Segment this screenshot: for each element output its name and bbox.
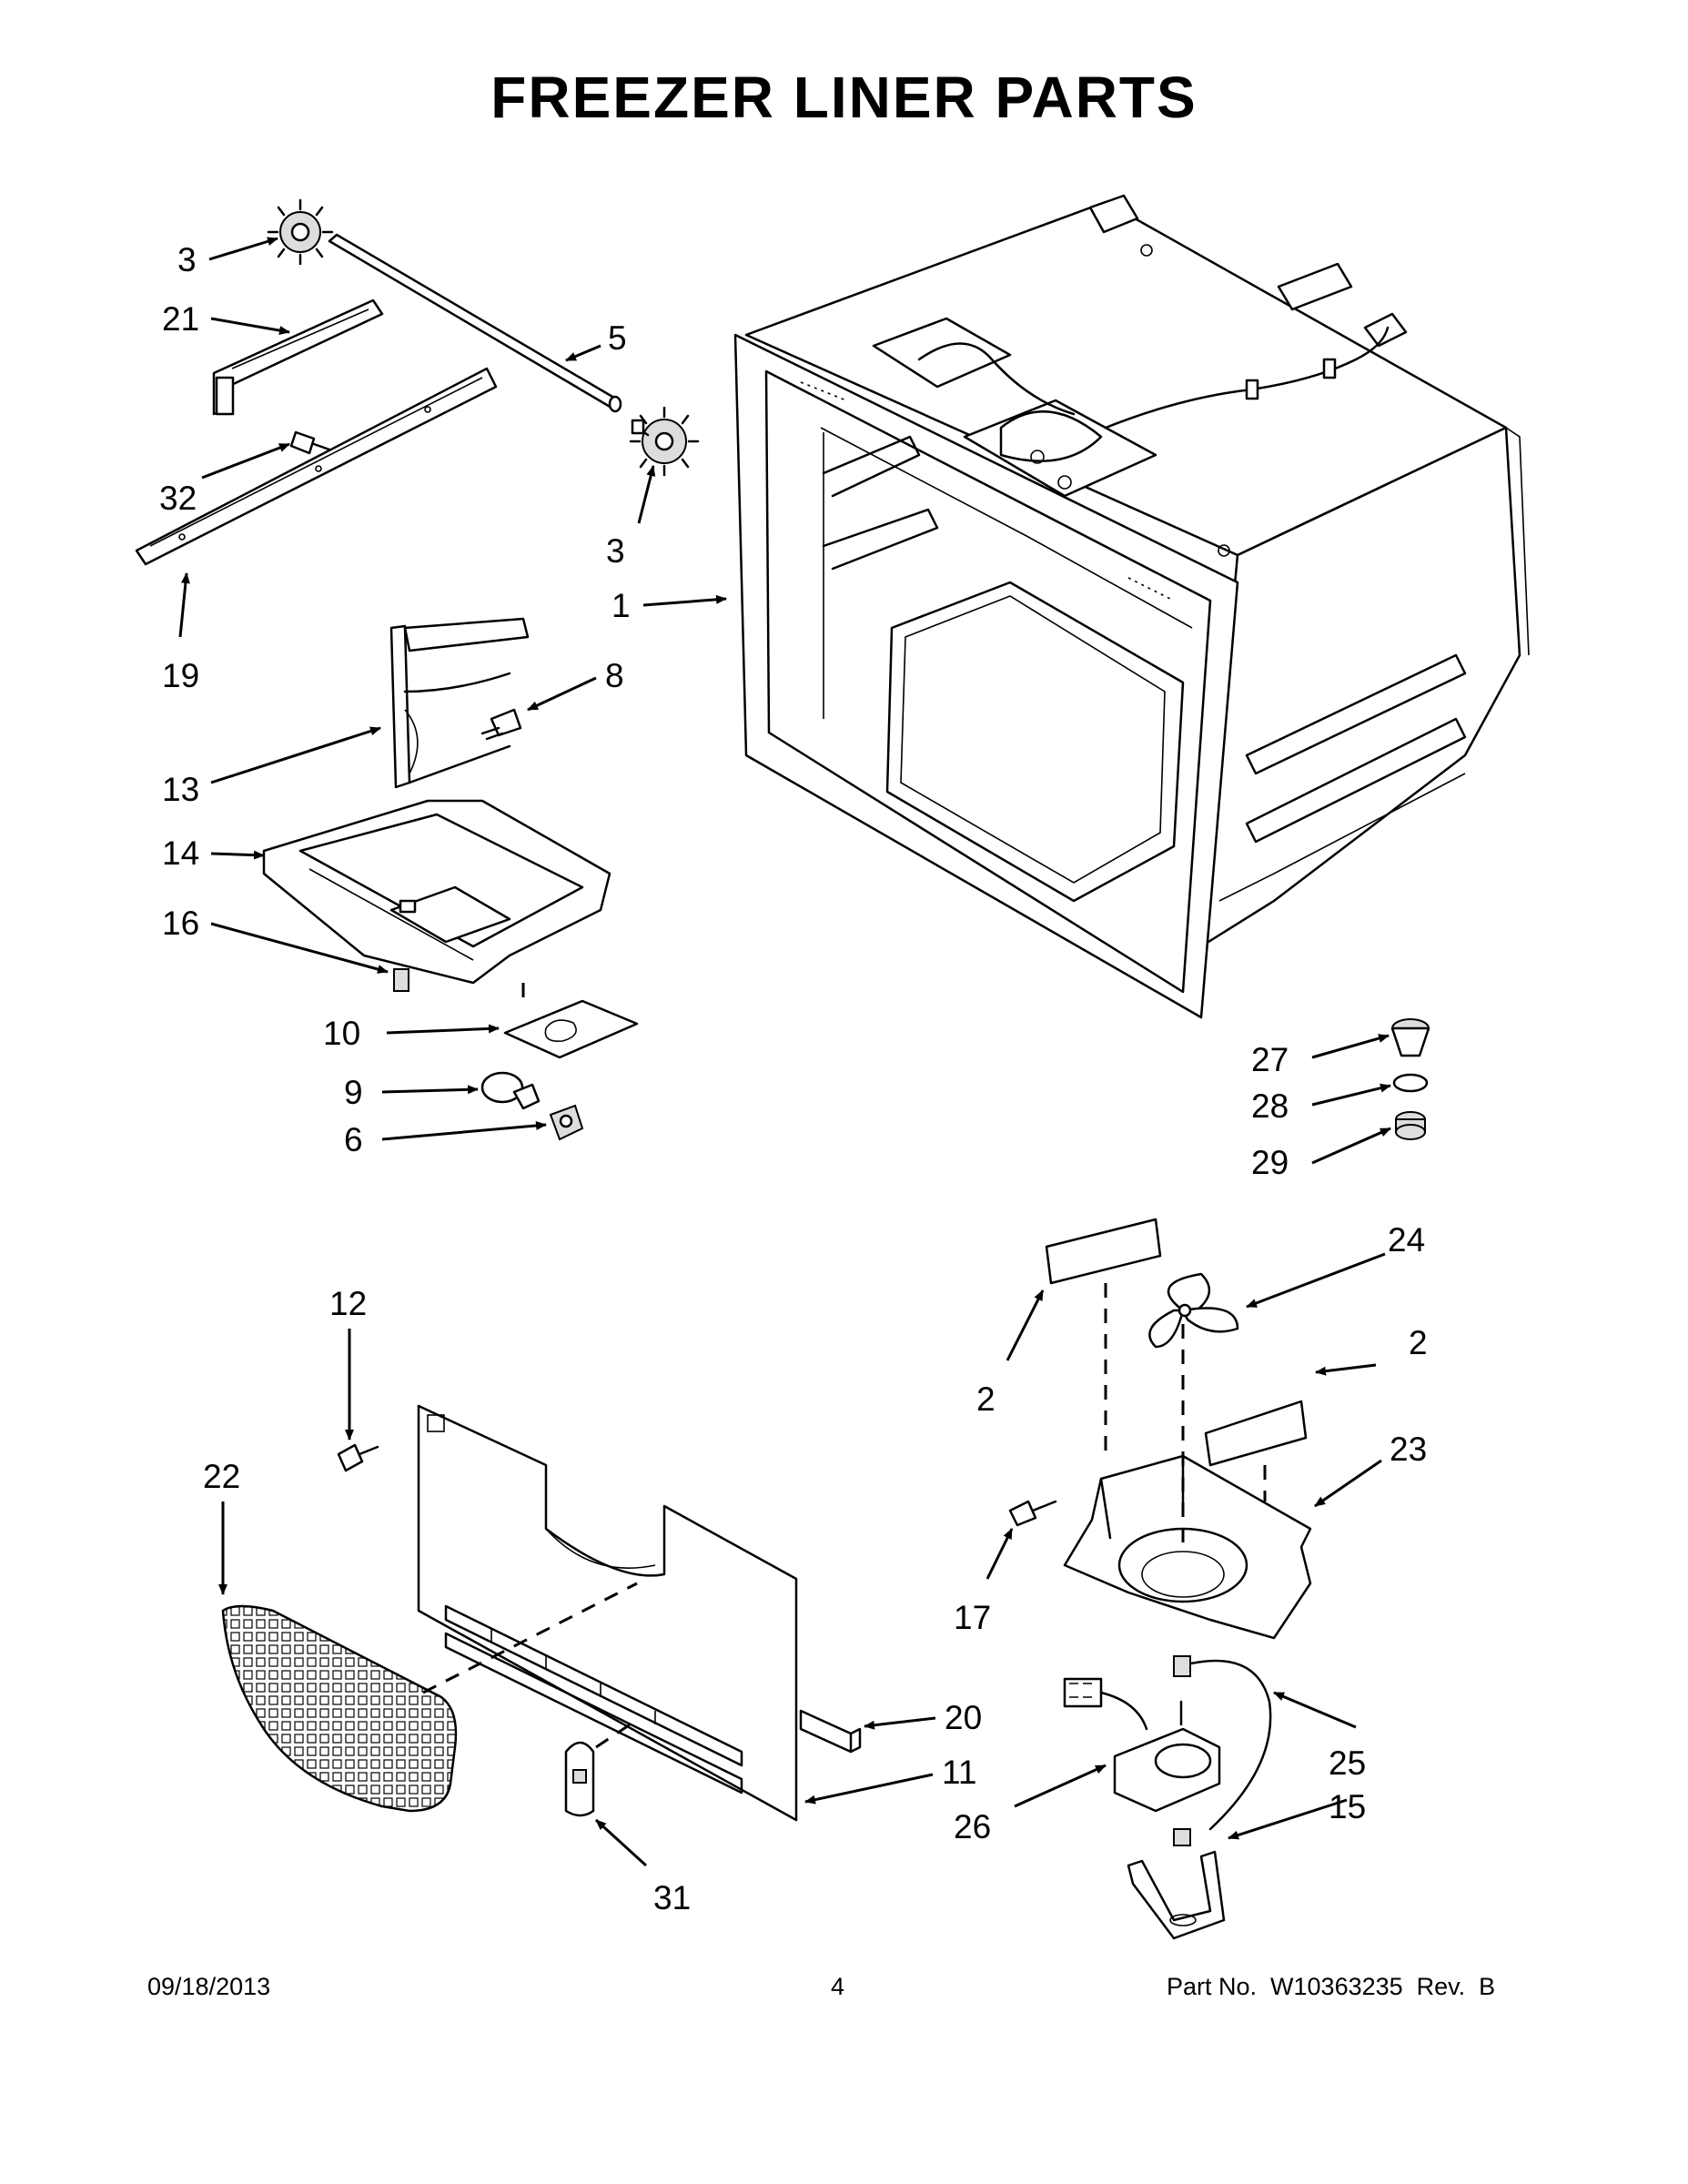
fan-shroud xyxy=(1063,1454,1312,1640)
motor-bracket xyxy=(1127,1850,1226,1940)
callout-15: 15 xyxy=(1329,1788,1366,1825)
callout-27: 27 xyxy=(1251,1041,1289,1078)
freezer-liner xyxy=(733,194,1530,1019)
fan-motor-harness xyxy=(1063,1655,1272,1831)
fan-blade xyxy=(1148,1272,1239,1349)
callout-12: 12 xyxy=(329,1285,367,1322)
callout-23: 23 xyxy=(1390,1431,1427,1468)
slide-bracket xyxy=(212,298,384,416)
thermistor-sensor xyxy=(564,1741,595,1817)
foam-strip xyxy=(799,1709,853,1754)
light-switch xyxy=(393,968,409,992)
callout-24: 24 xyxy=(1388,1221,1425,1259)
callout-21: 21 xyxy=(162,300,199,338)
callout-20: 20 xyxy=(945,1699,982,1736)
gear-right xyxy=(629,406,700,477)
fan-motor xyxy=(1113,1700,1221,1813)
lamp-socket xyxy=(549,1104,584,1141)
leader-lines xyxy=(178,237,1391,1867)
callout-10: 10 xyxy=(323,1015,360,1052)
fan-grommet xyxy=(1395,1111,1426,1140)
callout-28: 28 xyxy=(1251,1087,1289,1125)
light-bulb xyxy=(480,1071,541,1110)
screw-8 xyxy=(480,708,522,741)
callout-31: 31 xyxy=(653,1879,691,1916)
callout-26: 26 xyxy=(954,1808,991,1845)
screw-32 xyxy=(289,430,331,455)
callout-8: 8 xyxy=(605,657,624,694)
callout-25: 25 xyxy=(1329,1744,1366,1782)
callout-labels: 3 21 5 32 3 1 19 8 13 14 16 10 9 6 27 28… xyxy=(159,241,1428,1916)
gear-top xyxy=(267,198,334,266)
footer-part-number: Part No. W10363235 Rev. B xyxy=(1167,1973,1496,2000)
mounting-bracket xyxy=(389,624,411,789)
fan-hub xyxy=(1390,1018,1430,1057)
callout-2: 2 xyxy=(976,1380,996,1418)
callout-6: 6 xyxy=(344,1121,363,1158)
callout-17: 17 xyxy=(954,1599,991,1636)
callout-5: 5 xyxy=(608,319,627,357)
screw-12 xyxy=(337,1443,379,1472)
callout-2: 2 xyxy=(1409,1324,1428,1361)
light-label xyxy=(503,999,639,1059)
foam-block-lower xyxy=(1204,1400,1308,1467)
footer-date: 09/18/2013 xyxy=(147,1973,271,2000)
callout-19: 19 xyxy=(162,657,199,694)
foam-block-upper xyxy=(1045,1218,1162,1285)
callout-11: 11 xyxy=(942,1754,976,1791)
page-title: FREEZER LINER PARTS xyxy=(490,65,1198,130)
light-housing xyxy=(262,799,612,985)
callout-16: 16 xyxy=(162,905,199,942)
callout-13: 13 xyxy=(162,771,199,808)
callout-9: 9 xyxy=(344,1074,363,1111)
callout-29: 29 xyxy=(1251,1144,1289,1181)
callout-14: 14 xyxy=(162,834,199,872)
callout-1: 1 xyxy=(612,587,631,624)
callout-32: 32 xyxy=(159,480,197,517)
rear-panel xyxy=(417,1404,798,1822)
fan-washer xyxy=(1392,1073,1429,1093)
freezer-grille xyxy=(221,1604,458,1813)
callout-3: 3 xyxy=(606,532,625,570)
callout-22: 22 xyxy=(203,1458,240,1495)
callout-3: 3 xyxy=(177,241,197,278)
footer-page-number: 4 xyxy=(831,1973,845,2000)
screw-17 xyxy=(1008,1500,1057,1527)
